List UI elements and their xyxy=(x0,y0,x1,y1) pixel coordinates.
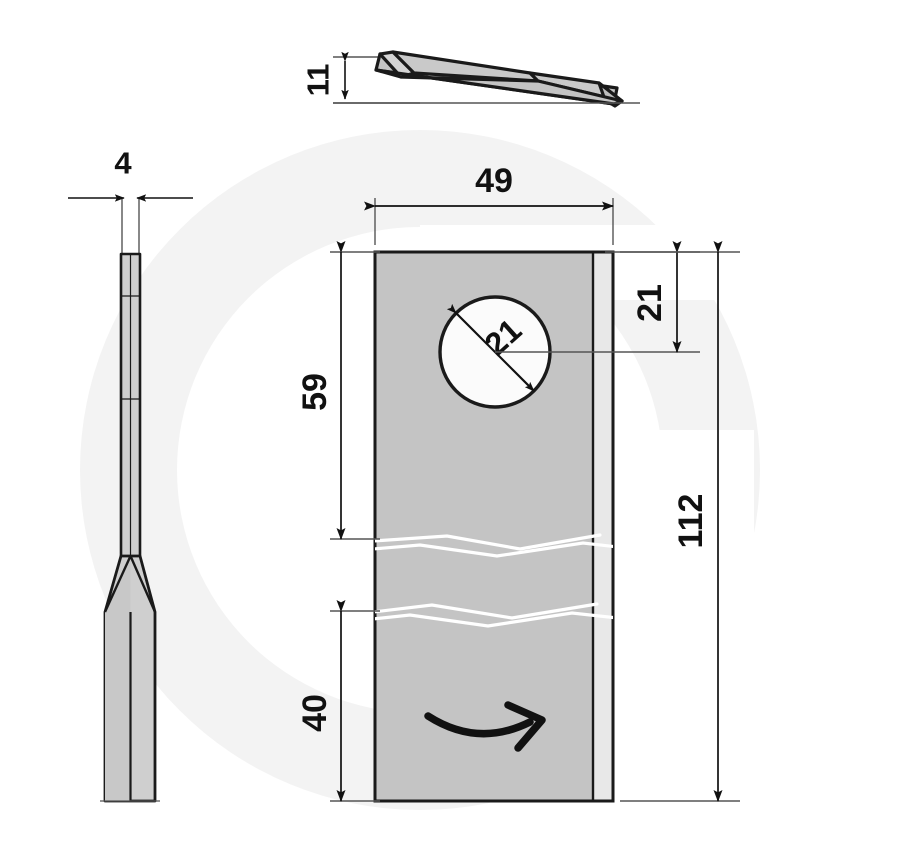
dimension-112: 112 xyxy=(620,241,740,802)
front-face-view: 21 49 59 xyxy=(296,162,740,803)
dimension-11: 11 xyxy=(301,51,349,100)
dimension-40-label: 40 xyxy=(296,694,334,732)
dimension-21-label: 21 xyxy=(631,284,669,322)
dimension-59-label: 59 xyxy=(296,373,334,411)
side-view-shank xyxy=(119,252,142,562)
dimension-49-label: 49 xyxy=(475,162,513,200)
blade-body xyxy=(373,250,615,803)
side-view-blade-flare xyxy=(103,554,157,803)
dimension-4-label: 4 xyxy=(114,146,132,181)
dimension-112-label: 112 xyxy=(672,494,710,549)
dimension-40: 40 xyxy=(296,600,380,802)
dimension-11-label: 11 xyxy=(301,64,336,97)
top-view-blade-solid xyxy=(374,50,624,108)
dimension-59: 59 xyxy=(296,241,380,540)
dimension-49: 49 xyxy=(364,162,614,245)
rotation-direction-arrow xyxy=(424,701,546,752)
break-line xyxy=(375,533,613,628)
side-profile-view: 4 xyxy=(68,146,193,803)
top-edge-view: 11 xyxy=(301,50,640,108)
